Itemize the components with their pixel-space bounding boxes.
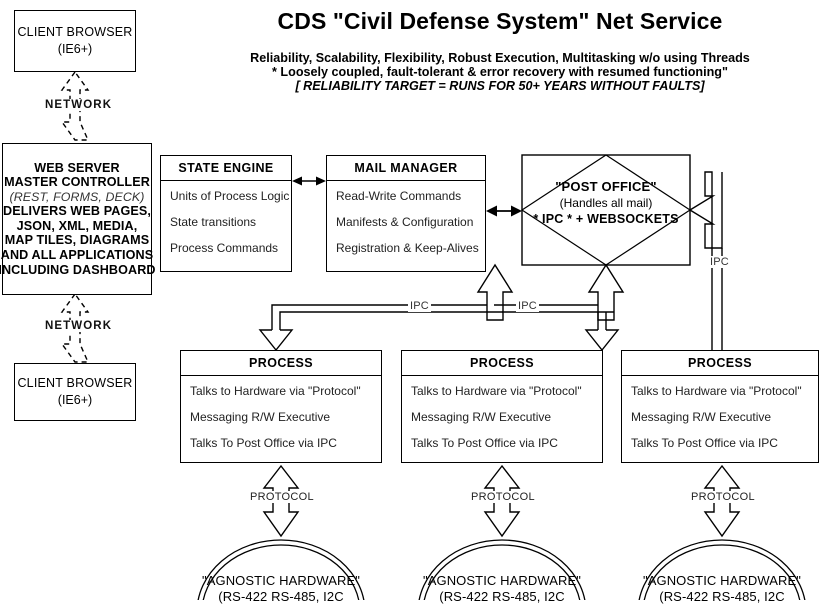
process-1-rows: Talks to Hardware via "Protocol" Messagi… — [181, 376, 381, 456]
web-server-body-2: JSON, XML, MEDIA, — [16, 218, 138, 233]
mail-postoffice-arrow — [486, 205, 522, 217]
hardware-2-line-2: (RS-422 RS-485, I2C — [439, 588, 565, 604]
process-3-row-1: Talks to Hardware via "Protocol" — [631, 384, 802, 398]
mail-manager-rows: Read-Write Commands Manifests & Configur… — [327, 181, 485, 261]
mail-manager-box: MAIL MANAGER Read-Write Commands Manifes… — [326, 155, 486, 272]
protocol-label-2: PROTOCOL — [468, 491, 538, 503]
web-server-line-1: WEB SERVER — [34, 160, 120, 175]
web-server-body-5: INCLUDING DASHBOARD — [0, 262, 156, 277]
state-engine-row-1: Units of Process Logic — [170, 189, 290, 203]
hardware-label-1: "AGNOSTIC HARDWARE" (RS-422 RS-485, I2C — [176, 573, 386, 604]
mail-manager-title: MAIL MANAGER — [327, 156, 485, 181]
hardware-1-line-1: "AGNOSTIC HARDWARE" — [202, 573, 360, 588]
title-subtitle-3: [ RELIABILITY TARGET = RUNS FOR 50+ YEAR… — [295, 79, 705, 93]
client-browser-bottom-label: CLIENT BROWSER — [17, 376, 133, 391]
title-subtitle-2: * Loosely coupled, fault-tolerant & erro… — [272, 65, 728, 79]
hardware-label-2: "AGNOSTIC HARDWARE" (RS-422 RS-485, I2C — [397, 573, 607, 604]
process-box-2: PROCESS Talks to Hardware via "Protocol"… — [401, 350, 603, 463]
network-label-bottom: NETWORK — [43, 320, 115, 332]
ipc-arrow-down-process-2 — [584, 329, 620, 352]
hardware-ellipse-2 — [418, 539, 586, 600]
hardware-label-3: "AGNOSTIC HARDWARE" (RS-422 RS-485, I2C — [617, 573, 821, 604]
process-3-rows: Talks to Hardware via "Protocol" Messagi… — [622, 376, 818, 456]
network-label-top: NETWORK — [43, 99, 115, 111]
post-office-line-1: "POST OFFICE" — [555, 179, 657, 194]
client-browser-top: CLIENT BROWSER (IE6+) — [14, 10, 136, 72]
process-2-title: PROCESS — [402, 351, 602, 376]
title-block: CDS "Civil Defense System" Net Service R… — [180, 8, 820, 93]
hardware-3-line-1: "AGNOSTIC HARDWARE" — [643, 573, 801, 588]
mail-manager-row-1: Read-Write Commands — [336, 189, 462, 203]
hardware-2-line-1: "AGNOSTIC HARDWARE" — [423, 573, 581, 588]
state-engine-box: STATE ENGINE Units of Process Logic Stat… — [160, 155, 292, 272]
protocol-label-1: PROTOCOL — [247, 491, 317, 503]
process-1-row-1: Talks to Hardware via "Protocol" — [190, 384, 361, 398]
process-1-title: PROCESS — [181, 351, 381, 376]
process-3-title: PROCESS — [622, 351, 818, 376]
mail-manager-row-2: Manifests & Configuration — [336, 215, 474, 229]
process-box-3: PROCESS Talks to Hardware via "Protocol"… — [621, 350, 819, 463]
post-office-line-3: * IPC * + WEBSOCKETS — [533, 211, 679, 226]
state-engine-row-2: State transitions — [170, 215, 257, 229]
process-1-row-3: Talks To Post Office via IPC — [190, 436, 337, 450]
hardware-3-line-2: (RS-422 RS-485, I2C — [659, 588, 785, 604]
title-subtitle-1: Reliability, Scalability, Flexibility, R… — [250, 51, 750, 65]
process-2-row-2: Messaging R/W Executive — [411, 410, 552, 424]
process-2-rows: Talks to Hardware via "Protocol" Messagi… — [402, 376, 602, 456]
web-server-body-3: MAP TILES, DIAGRAMS — [4, 233, 150, 248]
web-server-master-controller: WEB SERVER MASTER CONTROLLER (REST, FORM… — [0, 143, 156, 295]
ipc-bus-lines — [271, 304, 614, 330]
state-mail-arrow — [292, 176, 326, 186]
client-browser-bottom: CLIENT BROWSER (IE6+) — [14, 363, 136, 421]
web-server-body-1: DELIVERS WEB PAGES, — [3, 204, 151, 219]
ipc-label-2: IPC — [516, 300, 539, 312]
state-engine-rows: Units of Process Logic State transitions… — [161, 181, 291, 261]
client-browser-bottom-version: (IE6+) — [57, 393, 93, 407]
protocol-label-3: PROTOCOL — [688, 491, 758, 503]
state-engine-title: STATE ENGINE — [161, 156, 291, 181]
client-browser-top-label: CLIENT BROWSER — [17, 25, 133, 40]
web-server-body-4: AND ALL APPLICATIONS — [0, 248, 154, 263]
process-2-row-1: Talks to Hardware via "Protocol" — [411, 384, 582, 398]
client-browser-top-version: (IE6+) — [57, 42, 93, 56]
process-box-1: PROCESS Talks to Hardware via "Protocol"… — [180, 350, 382, 463]
process-2-row-3: Talks To Post Office via IPC — [411, 436, 558, 450]
web-server-subtitle: (REST, FORMS, DECK) — [9, 189, 145, 204]
ipc-arrow-up-left — [476, 263, 514, 321]
process-3-row-3: Talks To Post Office via IPC — [631, 436, 778, 450]
state-engine-row-3: Process Commands — [170, 241, 279, 255]
ipc-arrow-down-process-1 — [258, 329, 294, 352]
process-1-row-2: Messaging R/W Executive — [190, 410, 331, 424]
web-server-line-2: MASTER CONTROLLER — [4, 175, 150, 190]
hardware-ellipse-3 — [638, 539, 806, 600]
ipc-label-1: IPC — [408, 300, 431, 312]
post-office-label: "POST OFFICE" (Handles all mail) * IPC *… — [506, 179, 706, 227]
page-title: CDS "Civil Defense System" Net Service — [277, 8, 723, 34]
process-3-row-2: Messaging R/W Executive — [631, 410, 772, 424]
mail-manager-row-3: Registration & Keep-Alives — [336, 241, 479, 255]
hardware-ellipse-1 — [197, 539, 365, 600]
ipc-label-3: IPC — [708, 256, 731, 268]
post-office-line-2: (Handles all mail) — [559, 195, 653, 210]
hardware-1-line-2: (RS-422 RS-485, I2C — [218, 588, 344, 604]
